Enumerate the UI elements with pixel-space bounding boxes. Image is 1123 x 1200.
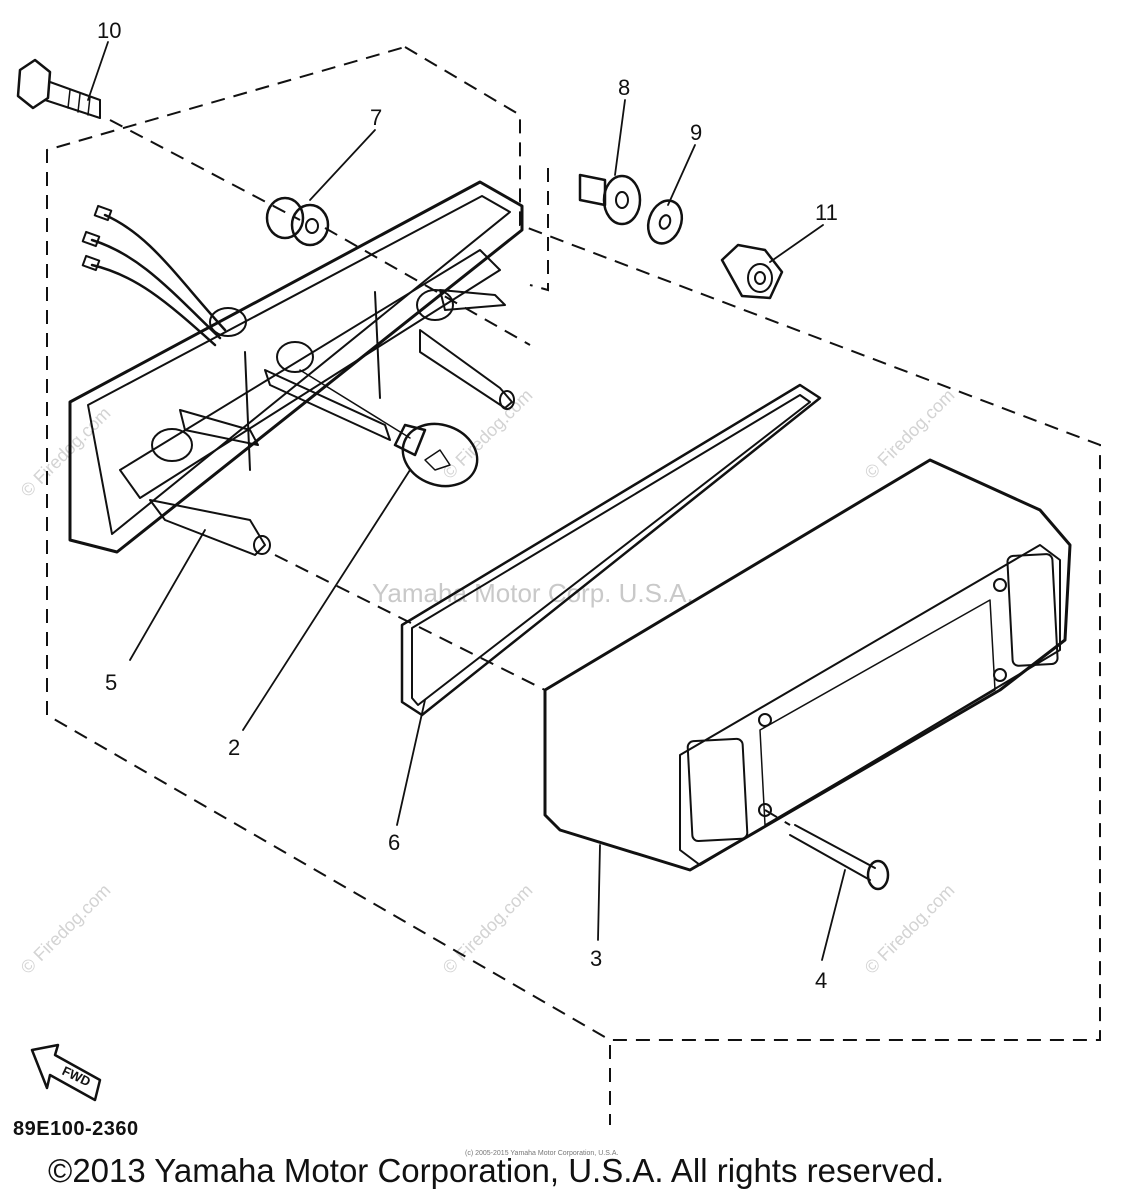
nut bbox=[720, 243, 784, 300]
flange-bolt bbox=[16, 58, 301, 221]
diagram-code: 89E100-2360 bbox=[13, 1118, 139, 1140]
lens bbox=[543, 458, 1072, 872]
screw bbox=[764, 809, 890, 891]
callout-11: 11 bbox=[815, 200, 838, 225]
callout-4: 4 bbox=[815, 968, 827, 993]
center-watermark: Yamaha Motor Corp. U.S.A. bbox=[372, 578, 694, 608]
callout-9: 9 bbox=[690, 120, 702, 145]
callout-7: 7 bbox=[370, 105, 382, 130]
alignment-line-2 bbox=[324, 227, 531, 346]
fwd-label: FWD bbox=[60, 1063, 93, 1089]
collar bbox=[578, 173, 642, 226]
taillight-base bbox=[68, 180, 524, 556]
watermark-firedog-6: © Firedog.com bbox=[861, 880, 959, 978]
callout-3: 3 bbox=[590, 946, 602, 971]
callout-2: 2 bbox=[228, 735, 240, 760]
callout-8: 8 bbox=[618, 75, 630, 100]
watermark-firedog-1: © Firedog.com bbox=[17, 403, 115, 501]
callout-10: 10 bbox=[97, 18, 121, 43]
hardware-boundary bbox=[529, 168, 549, 292]
gasket bbox=[400, 383, 822, 717]
wiring-harness bbox=[81, 204, 247, 347]
watermark-firedog-2: © Firedog.com bbox=[439, 385, 537, 483]
grommet bbox=[265, 196, 330, 247]
watermark-firedog-4: © Firedog.com bbox=[17, 880, 115, 978]
washer bbox=[646, 199, 684, 245]
bulb bbox=[299, 369, 479, 488]
callout-6: 6 bbox=[388, 830, 400, 855]
copyright-notice: ©2013 Yamaha Motor Corporation, U.S.A. A… bbox=[48, 1152, 945, 1189]
leader-lines bbox=[87, 41, 846, 961]
fwd-arrow-icon: FWD bbox=[30, 1043, 102, 1102]
watermark-firedog-3: © Firedog.com bbox=[861, 385, 959, 483]
callout-5: 5 bbox=[105, 670, 117, 695]
watermark-firedog-5: © Firedog.com bbox=[439, 880, 537, 978]
assembly-boundary bbox=[46, 46, 1101, 1041]
fine-print: (c) 2005-2015 Yamaha Motor Corporation, … bbox=[465, 1150, 619, 1157]
alignment-line-1 bbox=[274, 554, 546, 691]
